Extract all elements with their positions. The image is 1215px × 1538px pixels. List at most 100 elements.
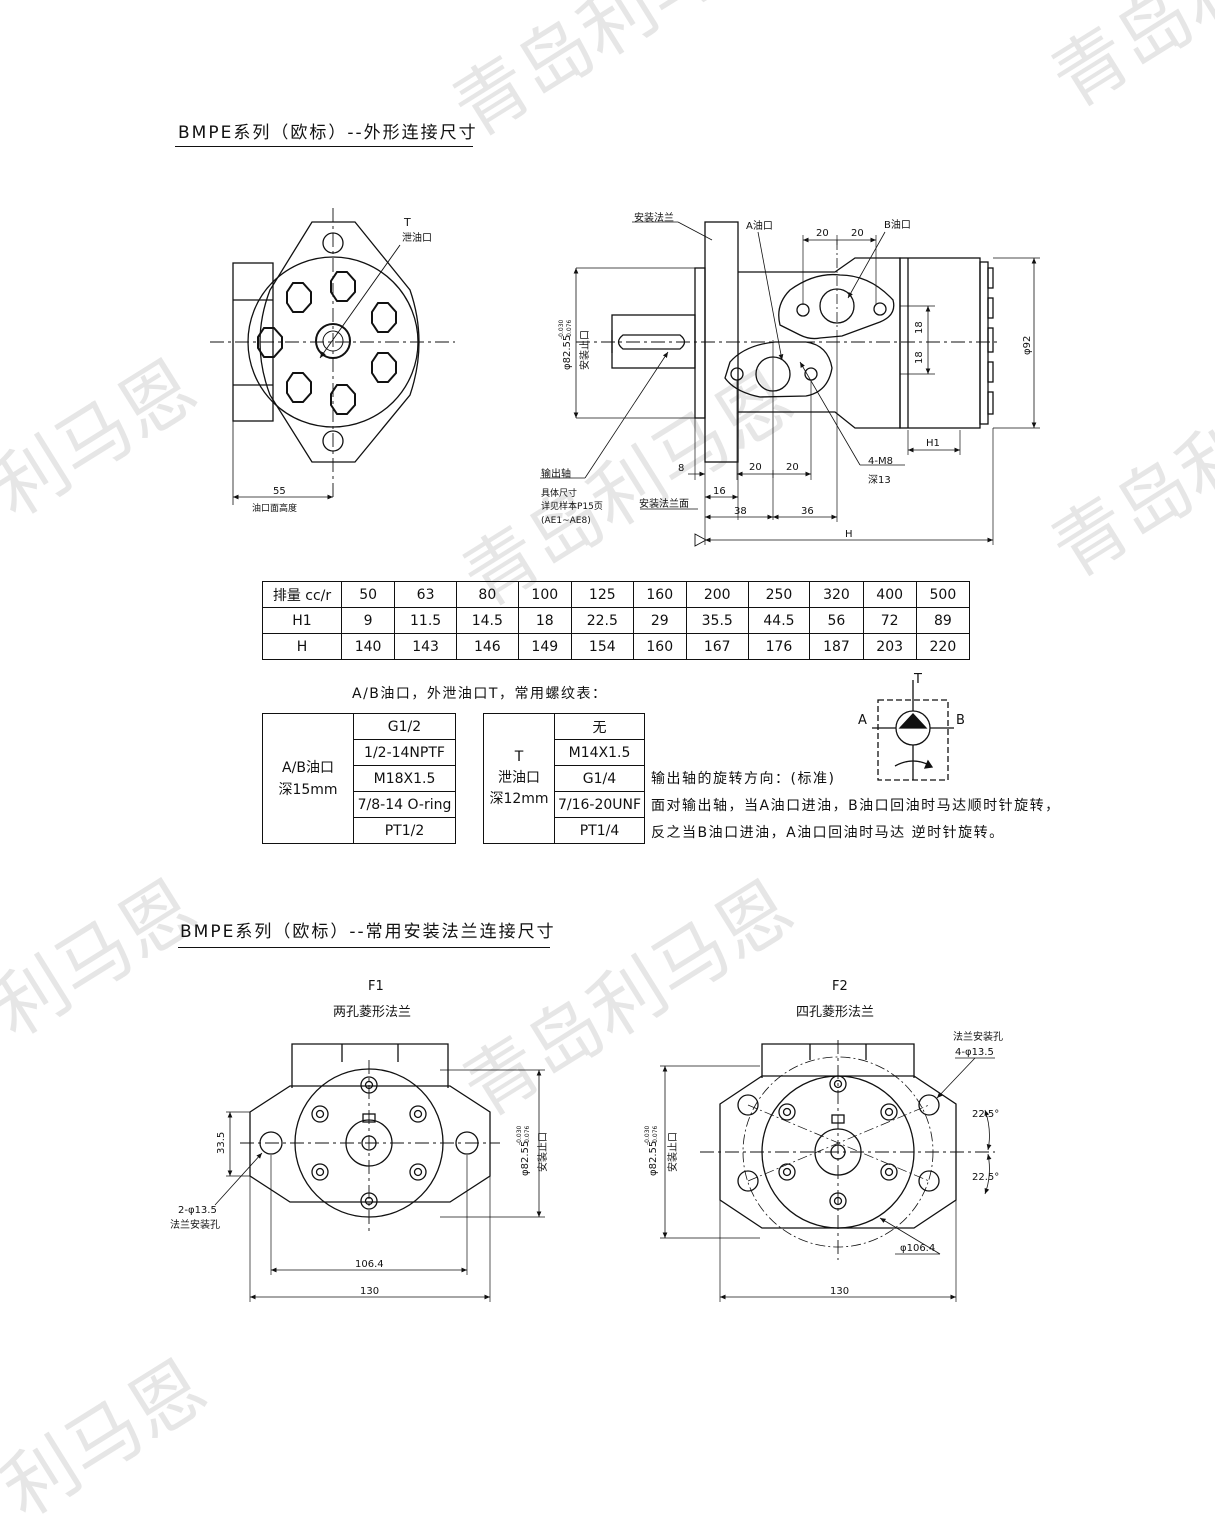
cell-H1: 72 <box>862 607 917 634</box>
t-thread-table: T 泄油口 深12mm 无 M14X1.5 G1/4 7/16-20UNF PT… <box>483 713 645 844</box>
t-label-line3: 深12mm <box>489 791 549 807</box>
mount-face-label: 安装法兰面 <box>639 497 689 510</box>
dim-20a: 20 <box>816 228 829 239</box>
symbol-B: B <box>956 713 965 728</box>
cell-H1: 35.5 <box>685 607 749 634</box>
dim-H: H <box>845 529 853 540</box>
table-row: 7/8-14 O-ring <box>263 791 456 818</box>
f2-angle2: 22.5° <box>972 1172 999 1183</box>
table-row: 1/2-14NPTF <box>263 739 456 766</box>
t-thread: M14X1.5 <box>554 739 645 766</box>
row-label-H1: H1 <box>262 607 342 634</box>
shaft-note1: 具体尺寸 <box>541 487 577 499</box>
cell-disp: 200 <box>685 581 749 608</box>
table-row: A/B油口 深15mm G1/2 <box>262 713 456 844</box>
f2-pilot-tol-upper: -0.030 <box>644 1125 651 1145</box>
dim-16: 16 <box>713 486 726 497</box>
cell-disp: 320 <box>809 581 864 608</box>
cell-H: 187 <box>809 633 864 660</box>
f2-dim-130: 130 <box>830 1286 849 1297</box>
dim-55: 55 <box>273 486 286 497</box>
rotation-line2: 面对输出轴，当A油口进油，B油口回油时马达顺时针旋转， <box>651 798 1061 814</box>
ab-thread: M18X1.5 <box>353 765 456 792</box>
f1-pilot-tol-lower: -0.076 <box>524 1125 531 1145</box>
f2-pilot-tol-lower: -0.076 <box>652 1125 659 1145</box>
cell-disp: 250 <box>747 581 811 608</box>
dim-20c: 20 <box>749 462 762 473</box>
f1-pilot-dia: φ82.55 <box>520 1141 531 1176</box>
thread-4M8: 4-M8 <box>868 456 893 467</box>
cell-disp: 400 <box>862 581 917 608</box>
port-A-label: A油口 <box>746 219 773 232</box>
cell-disp: 500 <box>915 581 971 608</box>
front-view-drawing <box>210 208 455 505</box>
table-row: H 140 143 146 149 154 160 167 176 187 20… <box>262 633 971 660</box>
dim-36: 36 <box>801 506 814 517</box>
ab-thread: 7/8-14 O-ring <box>353 791 456 818</box>
table-row: 排量 cc/r 50 63 80 100 125 160 200 250 320… <box>262 581 971 608</box>
dim-20b: 20 <box>851 228 864 239</box>
section2-title: BMPE系列（欧标）--常用安装法兰连接尺寸 <box>180 922 556 942</box>
row-label-H: H <box>262 633 342 660</box>
f1-dim-106-4: 106.4 <box>355 1259 384 1270</box>
f1-name: 两孔菱形法兰 <box>333 1005 411 1020</box>
depth-13: 深13 <box>868 474 891 486</box>
cell-disp: 63 <box>394 581 457 608</box>
f1-holes-name: 法兰安装孔 <box>170 1218 220 1231</box>
rotation-line3: 反之当B油口进油，A油口回油时马达 逆时针旋转。 <box>651 825 1005 841</box>
hydraulic-symbol: T A B <box>858 672 965 781</box>
pilot-dia: φ82.55 <box>562 335 573 370</box>
f1-code: F1 <box>368 979 384 994</box>
rotation-line1: 输出轴的旋转方向：(标准) <box>651 771 836 787</box>
ab-thread: 1/2-14NPTF <box>353 739 456 766</box>
cell-H1: 29 <box>632 607 687 634</box>
ab-thread-table: A/B油口 深15mm G1/2 1/2-14NPTF M18X1.5 7/8-… <box>262 713 456 844</box>
cell-H1: 14.5 <box>455 607 519 634</box>
cell-H: 154 <box>570 633 634 660</box>
cell-H: 167 <box>685 633 749 660</box>
oil-face-height-label: 油口面高度 <box>252 502 297 514</box>
t-label: T 泄油口 深12mm <box>483 713 555 844</box>
cell-H: 176 <box>747 633 811 660</box>
cell-H: 143 <box>394 633 457 660</box>
table-row: PT1/4 <box>484 817 645 844</box>
f2-holes: 4-φ13.5 <box>955 1047 994 1058</box>
t-label-line1: T <box>514 749 524 765</box>
dim-18b: 18 <box>914 351 925 364</box>
f1-dim-130: 130 <box>360 1286 379 1297</box>
dim-20d: 20 <box>786 462 799 473</box>
table-row: M18X1.5 <box>263 765 456 792</box>
cell-H: 146 <box>455 633 519 660</box>
mount-flange-label: 安装法兰 <box>634 211 674 224</box>
table-row: G1/4 <box>484 765 645 792</box>
cell-H1: 56 <box>809 607 864 634</box>
section1-title: BMPE系列（欧标）--外形连接尺寸 <box>178 123 478 143</box>
displacement-table: 排量 cc/r 50 63 80 100 125 160 200 250 320… <box>262 581 971 660</box>
table-row: T 泄油口 深12mm 无 <box>483 713 645 844</box>
watermark: 利马恩 <box>0 1343 222 1535</box>
f2-pilot-dia: φ82.55 <box>648 1141 659 1176</box>
row-label-displacement: 排量 cc/r <box>262 581 342 608</box>
f2-code: F2 <box>832 979 848 994</box>
ab-label-line1: A/B油口 <box>282 759 334 776</box>
cell-disp: 50 <box>340 581 396 608</box>
table-row: M14X1.5 <box>484 739 645 766</box>
f2-angle1: 22.5° <box>972 1109 999 1120</box>
dim-H1: H1 <box>926 438 940 449</box>
ab-label: A/B油口 深15mm <box>262 713 354 844</box>
f2-dia-106-4: φ106.4 <box>900 1243 935 1254</box>
cell-disp: 100 <box>517 581 572 608</box>
flange-f2-drawing <box>660 1040 995 1302</box>
t-label-line2: 泄油口 <box>498 770 540 786</box>
shaft-name: 输出轴 <box>541 467 571 480</box>
f2-pilot-name: 安装止口 <box>666 1132 679 1172</box>
cell-H: 203 <box>862 633 917 660</box>
cell-H1: 9 <box>340 607 396 634</box>
section1-drawings: T 泄油口 55 油口面高度 安装法兰 A油口 B油口 20 20 18 18 … <box>210 208 1040 547</box>
table-row: PT1/2 <box>263 817 456 844</box>
shaft-note2: 详见样本P15页 <box>541 500 603 512</box>
dim-38: 38 <box>734 506 747 517</box>
cell-H: 160 <box>632 633 687 660</box>
dia-92: φ92 <box>1022 336 1033 355</box>
drain-name-label: 泄油口 <box>402 231 432 244</box>
